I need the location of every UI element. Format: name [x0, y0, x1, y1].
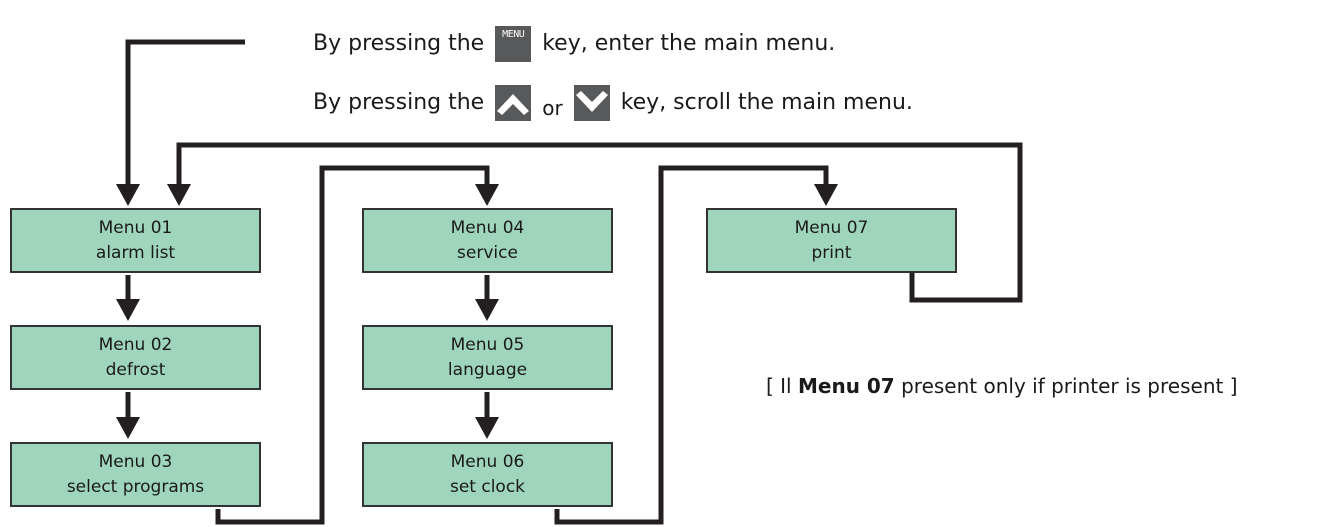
menu-05-box: Menu 05 language — [362, 325, 613, 390]
menu-03-title: Menu 03 — [98, 451, 173, 472]
connector-menu03-menu04 — [215, 165, 490, 525]
arrowhead-entry — [116, 184, 140, 206]
arrowhead-menu05 — [475, 299, 499, 321]
menu-06-box: Menu 06 set clock — [362, 442, 613, 507]
menu-07-title: Menu 07 — [794, 217, 869, 238]
instruction-enter-menu: By pressing the MENU key, enter the main… — [313, 26, 835, 62]
menu-06-title: Menu 06 — [450, 451, 525, 472]
menu-07-box: Menu 07 print — [706, 208, 957, 273]
arrowhead-menu02 — [116, 299, 140, 321]
entry-connector — [125, 39, 245, 188]
menu-02-box: Menu 02 defrost — [10, 325, 261, 390]
instruction-scroll-menu: By pressing the or key, scroll the main … — [313, 85, 913, 121]
down-arrow-key-icon — [573, 85, 610, 121]
printer-note: [ Il Menu 07 present only if printer is … — [766, 374, 1238, 398]
menu-04-name: service — [457, 242, 518, 263]
instruction-2-suffix: key, scroll the main menu. — [620, 90, 913, 115]
menu-04-box: Menu 04 service — [362, 208, 613, 273]
menu-key-icon: MENU — [495, 26, 532, 62]
note-bold-menu: Menu 07 — [797, 374, 895, 398]
menu-05-title: Menu 05 — [450, 334, 525, 355]
menu-01-name: alarm list — [95, 242, 176, 263]
menu-02-name: defrost — [105, 359, 166, 380]
loop-connector-menu07-to-menu01 — [176, 142, 1023, 303]
arrowhead-loop — [167, 184, 191, 206]
arrowhead-menu04 — [475, 184, 499, 206]
instruction-1-suffix: key, enter the main menu. — [542, 31, 836, 56]
menu-01-title: Menu 01 — [98, 217, 173, 238]
arrowhead-menu06 — [475, 417, 499, 439]
instruction-2-or: or — [542, 96, 563, 120]
menu-05-name: language — [447, 359, 528, 380]
up-arrow-key-icon — [495, 85, 532, 121]
connector-menu06-menu07 — [554, 165, 829, 525]
menu-01-box: Menu 01 alarm list — [10, 208, 261, 273]
note-open: [ Il — [766, 374, 792, 398]
arrowhead-menu03 — [116, 417, 140, 439]
note-rest: present only if printer is present ] — [901, 374, 1238, 398]
menu-03-box: Menu 03 select programs — [10, 442, 261, 507]
menu-07-name: print — [811, 242, 852, 263]
instruction-1-prefix: By pressing the — [313, 31, 485, 56]
menu-04-title: Menu 04 — [450, 217, 525, 238]
menu-06-name: set clock — [449, 476, 526, 497]
menu-03-name: select programs — [66, 476, 205, 497]
instruction-2-prefix: By pressing the — [313, 90, 485, 115]
menu-02-title: Menu 02 — [98, 334, 173, 355]
arrowhead-menu07 — [814, 184, 838, 206]
